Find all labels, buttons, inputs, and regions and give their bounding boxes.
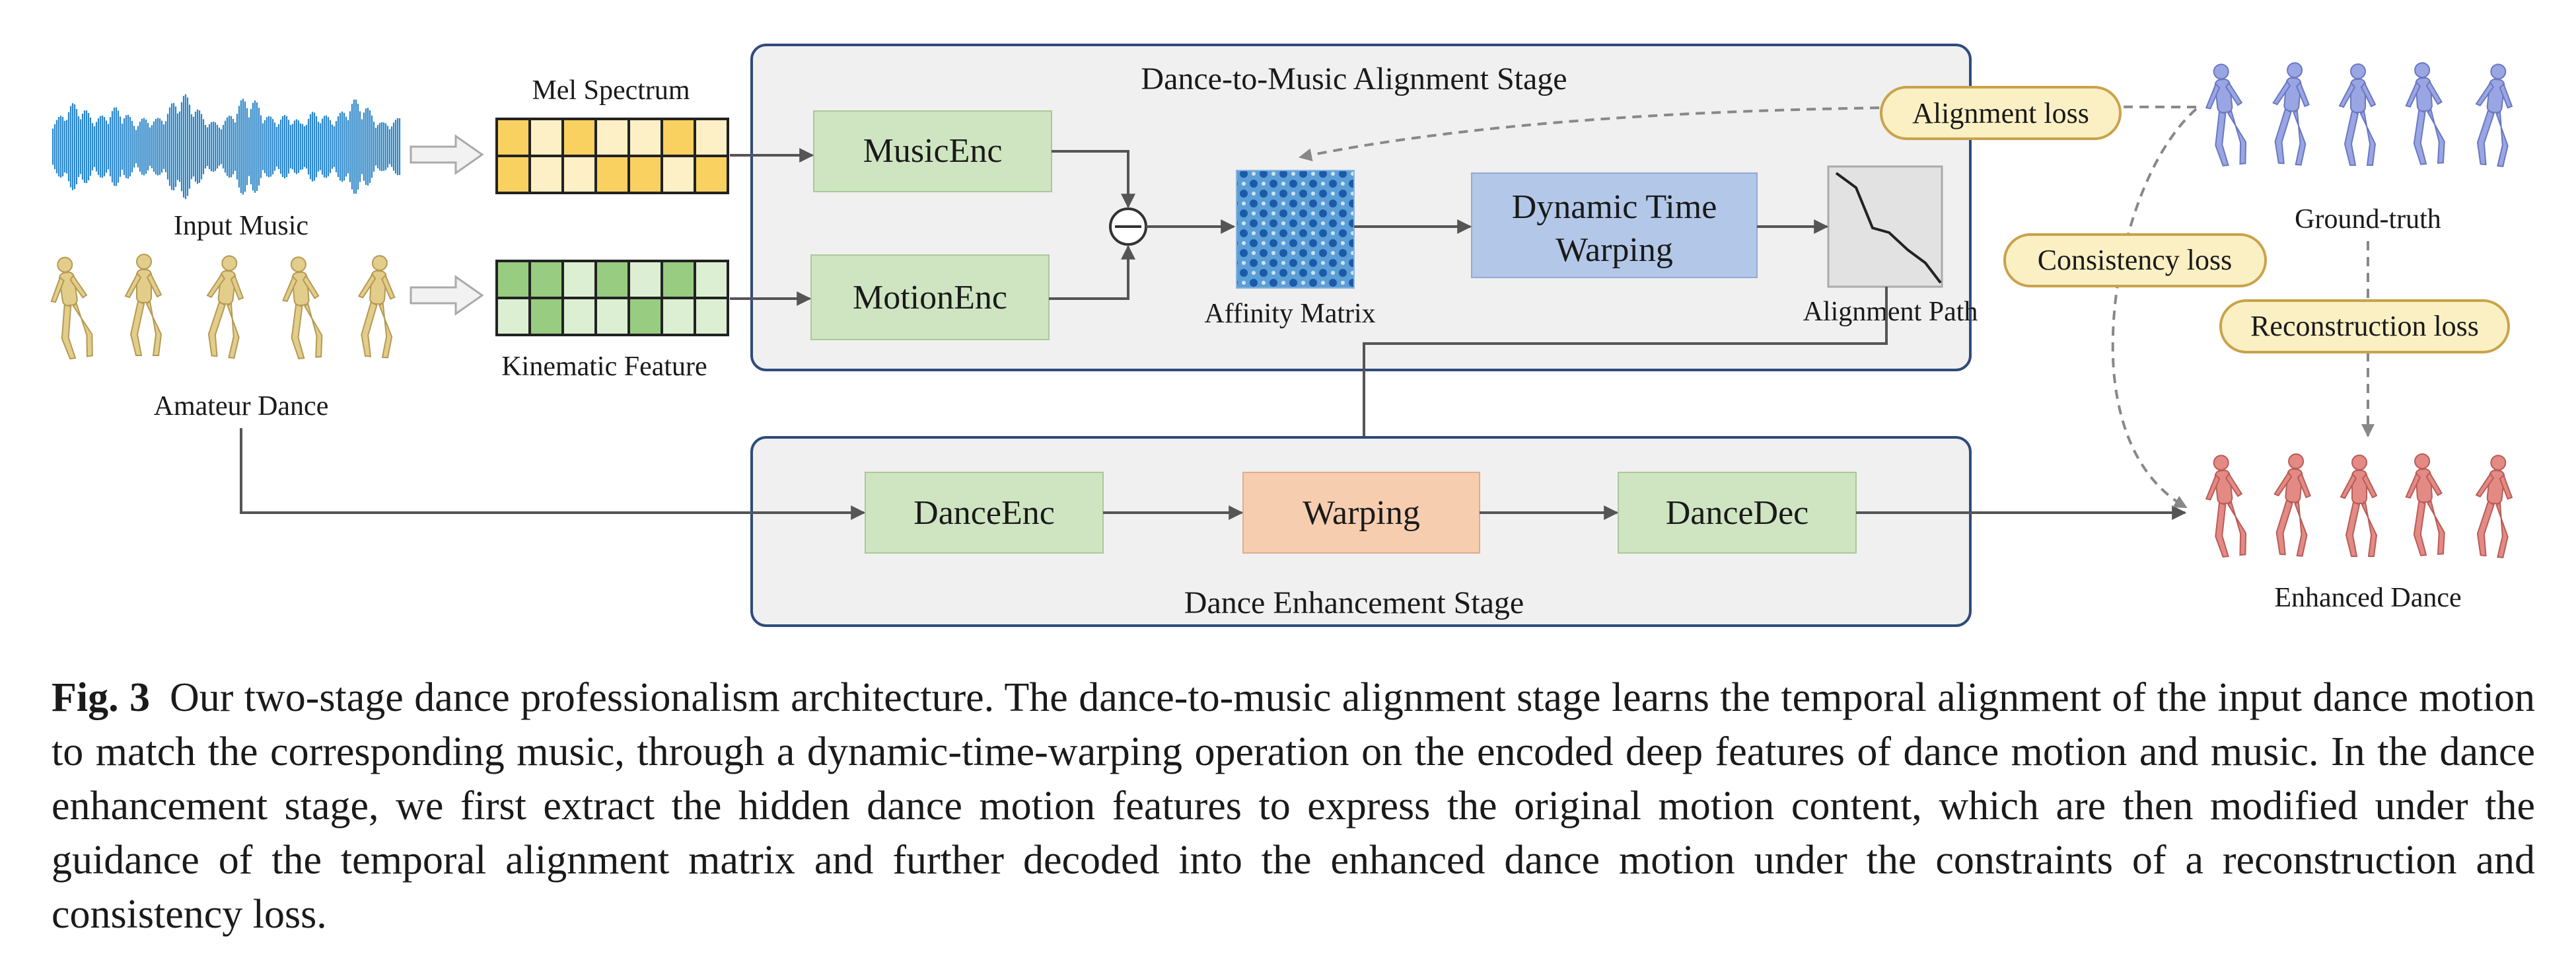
grid-cell [661,155,696,194]
grid-cell [694,297,729,336]
amateur-dance-label: Amateur Dance [154,391,329,422]
consistency-loss-arrow [2111,108,2198,509]
grid-cell [594,155,630,194]
enhancement-stage-title: Dance Enhancement Stage [1184,585,1524,620]
consistency-loss-label: Consistency loss [2038,244,2233,276]
grid-cell [594,260,630,299]
caption-text: Our two-stage dance professionalism arch… [52,675,2535,937]
affinity-matrix-image [1236,170,1355,289]
grid-cell [627,297,663,336]
hollow-arrow-icon [410,134,484,175]
arrow-amateur-to-danceenc [240,428,866,520]
alignment-stage-title: Dance-to-Music Alignment Stage [1141,61,1567,96]
mel-spectrum-label: Mel Spectrum [532,75,690,106]
arrow-musicenc-to-subtract [1052,150,1135,209]
grid-cell [694,118,729,157]
grid-cell [561,118,597,157]
grid-cell [594,297,630,336]
consistency-loss-pill [2003,233,2267,287]
grid-cell [694,260,729,299]
grid-cell [627,155,663,194]
grid-cell [627,260,663,299]
alignment-stage-box [750,44,1972,371]
grid-cell [661,118,696,157]
alignment-path-plot [1827,165,1943,288]
warping-block [1242,472,1480,554]
grid-cell [661,260,696,299]
music-enc-block [813,110,1052,192]
mel-spectrum-grid [495,118,729,194]
dance-enc-block [865,472,1104,554]
music-waveform [52,94,401,200]
waveform-lines [52,94,401,200]
grid-cell [495,260,531,299]
affinity-matrix-label: Affinity Matrix [1204,299,1375,329]
ground-truth-label: Ground-truth [2295,204,2441,235]
kinematic-feature-grid [495,260,729,336]
dtw-label-line2: Warping [1556,231,1673,269]
grid-cell [594,118,630,157]
motion-enc-label: MotionEnc [853,279,1007,316]
dtw-block [1471,172,1758,278]
caption-label: Fig. 3 [52,675,150,720]
ground-truth-figures [2201,60,2517,168]
grid-cell [495,297,531,336]
music-enc-label: MusicEnc [863,132,1003,170]
enhanced-dance-figures [2201,451,2517,559]
reconstruction-loss-label: Reconstruction loss [2250,310,2479,342]
arrow-motionenc-to-subtract [1049,244,1135,300]
grid-cell [561,260,597,299]
grid-cell [528,297,564,336]
alignment-path-curve [1835,172,1942,284]
grid-cell [661,297,696,336]
input-music-label: Input Music [174,211,308,241]
reconstruction-loss-pill [2219,299,2510,353]
alignment-loss-pill [1880,86,2122,140]
grid-cell [528,118,564,157]
architecture-diagram: Input Music Mel Spectrum Kinematic Featu… [44,44,2517,627]
dance-dec-block [1618,472,1857,554]
dtw-label-line1: Dynamic Time [1512,188,1717,226]
grid-cell [528,155,564,194]
grid-cell [694,155,729,194]
grid-cell [561,155,597,194]
motion-enc-block [810,254,1050,340]
grid-cell [627,118,663,157]
warping-label: Warping [1303,494,1420,532]
grid-cell [495,155,531,194]
alignment-loss-label: Alignment loss [1912,97,2089,129]
dance-enc-label: DanceEnc [913,494,1055,532]
hollow-arrow-icon [410,275,484,316]
grid-cell [528,260,564,299]
arrow-path-to-warping [1357,287,1888,472]
kinematic-feature-label: Kinematic Feature [501,351,707,382]
grid-cell [495,118,531,157]
alignment-path-label: Alignment Path [1803,297,1978,327]
dance-dec-label: DanceDec [1666,494,1809,532]
alignment-loss-arrow [1299,105,2197,162]
grid-cell [561,297,597,336]
amateur-dance-figures [44,253,398,361]
enhanced-dance-label: Enhanced Dance [2274,583,2461,613]
